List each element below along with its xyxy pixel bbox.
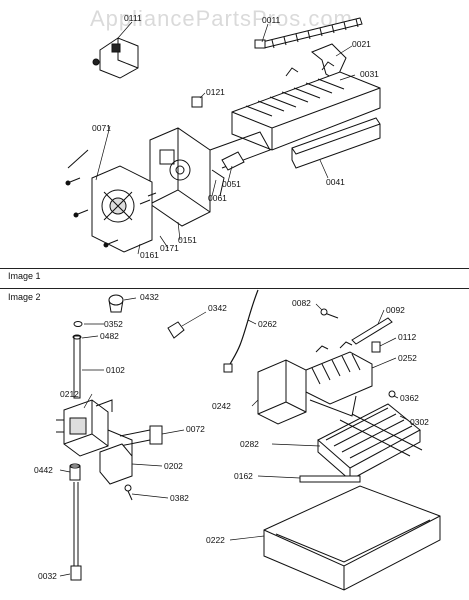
- callout-0282[interactable]: 0282: [240, 439, 259, 449]
- part-icemaker-0242[interactable]: [257, 341, 373, 425]
- callout-0252[interactable]: 0252: [398, 353, 417, 363]
- part-ring-0352[interactable]: [73, 321, 83, 327]
- callout-0021[interactable]: 0021: [352, 39, 371, 49]
- part-screw-0082[interactable]: [320, 308, 339, 319]
- callout-0482[interactable]: 0482: [100, 331, 119, 341]
- part-shaft-0061[interactable]: [211, 169, 225, 197]
- divider-middle: [0, 288, 469, 289]
- callout-0032[interactable]: 0032: [38, 571, 57, 581]
- callout-0111[interactable]: 0111: [124, 13, 142, 23]
- leader-lines-image2: [59, 297, 409, 577]
- callout-0162[interactable]: 0162: [234, 471, 253, 481]
- callout-0011[interactable]: 0011: [262, 15, 281, 25]
- callout-0041[interactable]: 0041: [326, 177, 345, 187]
- part-bucket-0222[interactable]: [263, 485, 441, 591]
- callout-0342[interactable]: 0342: [208, 303, 227, 313]
- part-rod-0092[interactable]: [351, 317, 393, 345]
- part-bracket-0202[interactable]: [99, 443, 133, 485]
- callout-0382[interactable]: 0382: [170, 493, 189, 503]
- part-tray-0282[interactable]: [317, 403, 423, 481]
- leader-lines-image1: [95, 21, 356, 255]
- callout-0352[interactable]: 0352: [104, 319, 123, 329]
- callout-0051[interactable]: 0051: [222, 179, 241, 189]
- callout-0442[interactable]: 0442: [34, 465, 53, 475]
- part-ejector-0011[interactable]: [254, 17, 363, 49]
- divider-top: [0, 268, 469, 269]
- section-label-image2: Image 2: [8, 292, 41, 302]
- callout-0092[interactable]: 0092: [386, 305, 405, 315]
- part-0362[interactable]: [388, 390, 396, 398]
- callout-0072[interactable]: 0072: [186, 424, 205, 434]
- part-fitting-0442[interactable]: [69, 463, 81, 481]
- part-tube-0102[interactable]: [72, 334, 82, 399]
- screws-image1: [65, 177, 157, 248]
- part-clip-0121[interactable]: [191, 96, 203, 108]
- callout-0071[interactable]: 0071: [92, 123, 111, 133]
- callout-0151[interactable]: 0151: [178, 235, 197, 245]
- part-ice-mold-0031[interactable]: [231, 61, 381, 151]
- callout-0202[interactable]: 0202: [164, 461, 183, 471]
- part-control-module-0071[interactable]: [67, 149, 153, 253]
- part-housing-0151[interactable]: [149, 127, 271, 227]
- callout-0082[interactable]: 0082: [292, 298, 311, 308]
- section-label-image1: Image 1: [8, 271, 41, 281]
- part-plug-0432[interactable]: [108, 294, 124, 313]
- part-wire-0262[interactable]: [227, 289, 259, 369]
- callout-0061[interactable]: 0061: [208, 193, 227, 203]
- callout-0212[interactable]: 0212: [60, 389, 79, 399]
- callout-0222[interactable]: 0222: [206, 535, 225, 545]
- callout-0031[interactable]: 0031: [360, 69, 379, 79]
- part-valve-0212[interactable]: [56, 399, 133, 465]
- part-screw-0382[interactable]: [124, 484, 133, 501]
- part-shelf-0162[interactable]: [299, 475, 361, 483]
- part-bracket-0111[interactable]: [92, 37, 139, 79]
- callout-0242[interactable]: 0242: [212, 401, 231, 411]
- callout-0161[interactable]: 0161: [140, 250, 159, 260]
- callout-0102[interactable]: 0102: [106, 365, 125, 375]
- callout-0262[interactable]: 0262: [258, 319, 277, 329]
- part-cover-0041[interactable]: [291, 117, 381, 169]
- callout-0112[interactable]: 0112: [398, 332, 417, 342]
- part-arm-0051[interactable]: [221, 151, 245, 171]
- watermark: AppliancePartsPros.com: [90, 6, 353, 31]
- part-fill-tube-0032[interactable]: [70, 482, 82, 581]
- callout-0432[interactable]: 0432: [140, 292, 159, 302]
- callout-0121[interactable]: 0121: [206, 87, 225, 97]
- part-clip-0342[interactable]: [167, 321, 185, 339]
- part-heater-0072[interactable]: [119, 425, 163, 447]
- callout-0302[interactable]: 0302: [410, 417, 429, 427]
- callout-0171[interactable]: 0171: [160, 243, 179, 253]
- part-0112[interactable]: [371, 341, 381, 353]
- callout-0362[interactable]: 0362: [400, 393, 419, 403]
